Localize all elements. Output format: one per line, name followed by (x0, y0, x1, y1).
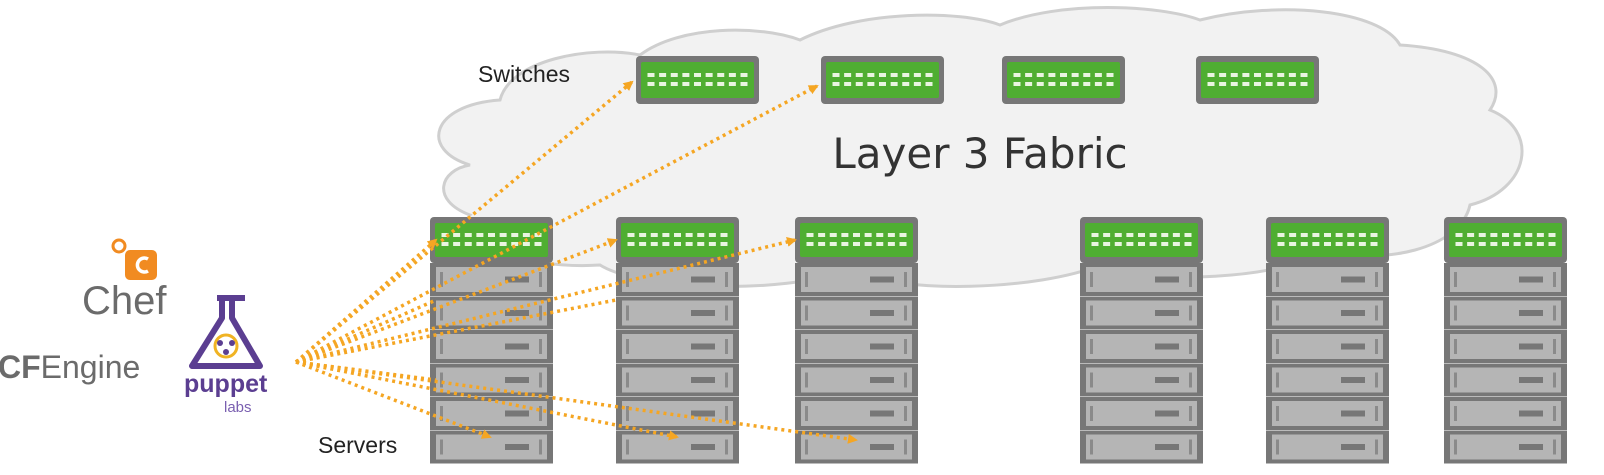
server-unit-icon (1080, 296, 1203, 330)
cfengine-logo: CFEngine (0, 349, 140, 385)
server-unit-icon (430, 296, 553, 330)
server-unit-icon (430, 330, 553, 363)
server-unit-icon (795, 430, 918, 464)
puppet-logo: puppet labs (184, 295, 268, 416)
tor-switch-4 (1080, 217, 1203, 263)
config-line-2 (295, 360, 437, 382)
cfengine-engine: Engine (41, 349, 141, 385)
server-unit-icon (1444, 363, 1567, 397)
fabric-switch-4 (1196, 56, 1319, 104)
fabric-switch-2 (821, 56, 944, 104)
server-unit-icon (1444, 330, 1567, 363)
server-unit-icon (795, 296, 918, 330)
server-unit-icon (1266, 263, 1389, 296)
server-unit-icon (1444, 296, 1567, 330)
config-line-1 (295, 298, 437, 364)
server-unit-icon (616, 363, 739, 397)
servers-label: Servers (318, 432, 397, 458)
server-unit-icon (1444, 263, 1567, 296)
server-unit-icon (1080, 430, 1203, 464)
config-arrow-7 (295, 360, 679, 441)
rack-2 (616, 217, 739, 464)
server-unit-icon (795, 330, 918, 363)
tor-switch-5 (1266, 217, 1389, 263)
server-unit-icon (616, 430, 739, 464)
server-unit-icon (430, 363, 553, 397)
rack-1 (430, 217, 553, 464)
server-unit-icon (616, 330, 739, 363)
switches-label: Switches (478, 61, 570, 87)
server-unit-icon (616, 296, 739, 330)
puppet-label: puppet (184, 370, 268, 398)
cloud-title: Layer 3 Fabric (832, 129, 1127, 178)
fabric-switch-3 (1002, 56, 1125, 104)
server-unit-icon (1444, 430, 1567, 464)
chef-label: Chef (82, 279, 167, 323)
server-unit-icon (795, 363, 918, 397)
config-arrow-4 (295, 238, 618, 364)
server-unit-icon (1080, 263, 1203, 296)
server-unit-icon (1266, 363, 1389, 397)
server-unit-icon (616, 397, 739, 430)
config-arrows (294, 80, 858, 444)
cfengine-cf: CF (0, 349, 41, 385)
tor-switch-6 (1444, 217, 1567, 263)
config-line-3 (295, 298, 617, 364)
config-arrow-2 (295, 84, 819, 364)
server-unit-icon (1266, 330, 1389, 363)
config-arrow-3 (294, 238, 438, 364)
rack-5 (1266, 217, 1389, 464)
server-unit-icon (795, 397, 918, 430)
server-unit-icon (430, 430, 553, 464)
server-unit-icon (616, 263, 739, 296)
rack-3 (795, 217, 918, 464)
rack-4 (1080, 217, 1203, 464)
tor-switch-3 (795, 217, 918, 263)
fabric-switches (636, 56, 1319, 104)
server-unit-icon (1266, 397, 1389, 430)
tor-switch-1 (430, 217, 553, 263)
server-unit-icon (1080, 397, 1203, 430)
config-arrow-5 (295, 237, 797, 364)
server-unit-icon (1080, 363, 1203, 397)
server-unit-icon (795, 263, 918, 296)
config-arrow-8 (295, 360, 858, 444)
rack-6 (1444, 217, 1567, 464)
fabric-switch-1 (636, 56, 759, 104)
svg-text:CFEngine: CFEngine (0, 349, 140, 385)
server-unit-icon (1266, 296, 1389, 330)
tor-switch-2 (616, 217, 739, 263)
server-unit-icon (1266, 430, 1389, 464)
server-unit-icon (430, 397, 553, 430)
puppet-flask-icon (189, 295, 263, 369)
server-unit-icon (430, 263, 553, 296)
server-unit-icon (1080, 330, 1203, 363)
puppet-sub-label: labs (224, 399, 252, 416)
chef-logo-icon (111, 238, 157, 280)
server-unit-icon (1444, 397, 1567, 430)
chef-logo: Chef (82, 238, 167, 323)
server-racks (430, 217, 1567, 464)
